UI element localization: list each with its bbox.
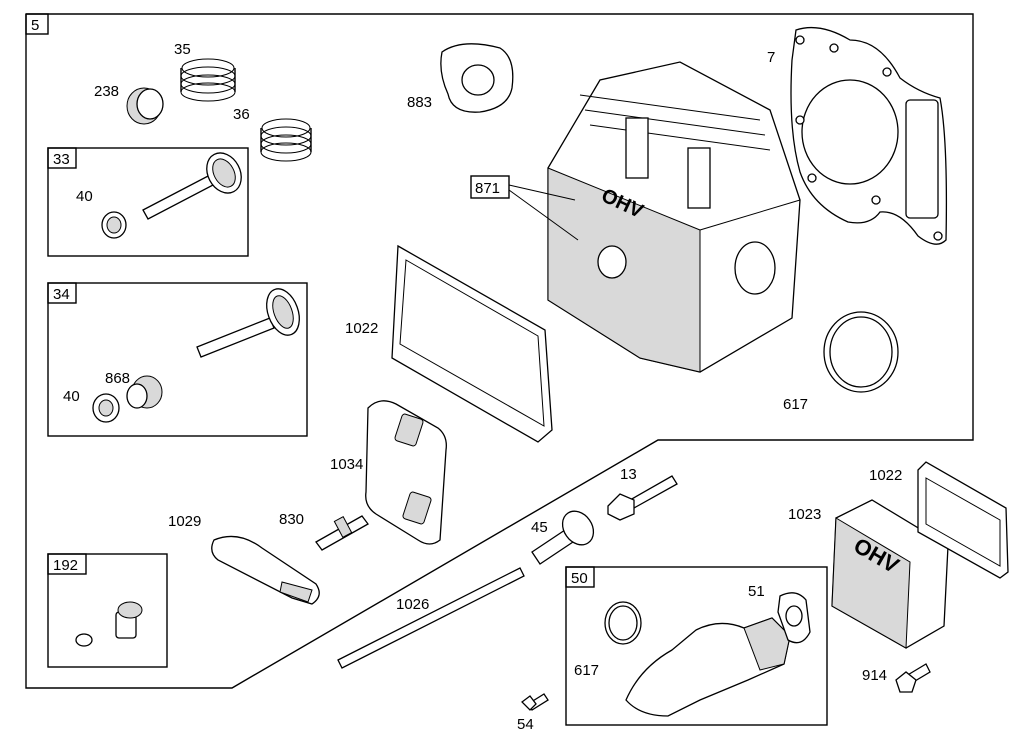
callout-40b: 40 [63, 388, 80, 405]
push-rod-1026 [337, 567, 525, 669]
callout-1022b: 1022 [869, 467, 902, 484]
valve-cover-1023: OHV [831, 499, 949, 649]
callout-914: 914 [862, 667, 887, 684]
box-50-tag [565, 566, 595, 588]
cylinder-head: OHV [547, 61, 801, 373]
valve-spring-36 [260, 118, 312, 162]
screw-54 [521, 693, 549, 711]
callout-13: 13 [620, 466, 637, 483]
cover-gasket-1022 [391, 244, 553, 443]
callout-7: 7 [767, 49, 775, 66]
valve-cap-238 [126, 87, 164, 125]
callout-40a: 40 [76, 188, 93, 205]
callout-1034: 1034 [330, 456, 363, 473]
valve-34 [92, 288, 300, 423]
assembly-label: 5 [31, 17, 39, 34]
callout-830: 830 [279, 511, 304, 528]
adjuster-192 [75, 601, 143, 647]
box-50 [565, 566, 828, 726]
assembly-label-box [25, 13, 49, 35]
callout-617a: 617 [783, 396, 808, 413]
callout-883: 883 [407, 94, 432, 111]
callout-238: 238 [94, 83, 119, 100]
box-192-tag [47, 553, 87, 575]
valve-33 [101, 152, 242, 239]
callout-1029: 1029 [168, 513, 201, 530]
callout-871: 871 [475, 180, 500, 197]
box-33-tag [47, 147, 77, 169]
callout-36: 36 [233, 106, 250, 123]
leader-871 [508, 184, 579, 241]
callout-54: 54 [517, 716, 534, 733]
gasket-883 [440, 43, 514, 113]
callout-868: 868 [105, 370, 130, 387]
box-192-label: 192 [53, 557, 78, 574]
box-34-label: 34 [53, 286, 70, 303]
callout-51: 51 [748, 583, 765, 600]
assembly-outline [25, 13, 974, 689]
callout-1022a: 1022 [345, 320, 378, 337]
box-34-tag [47, 282, 77, 304]
callout-45: 45 [531, 519, 548, 536]
intake-manifold-50 [604, 592, 811, 717]
box-192 [47, 553, 168, 668]
rocker-arm-1029 [211, 535, 320, 605]
head-gasket-7 [790, 26, 948, 245]
cover-gasket-1022-small [917, 461, 1009, 579]
box-33-label: 33 [53, 151, 70, 168]
callout-1023: 1023 [788, 506, 821, 523]
box-33 [47, 147, 249, 257]
callout-35: 35 [174, 41, 191, 58]
valve-spring-35 [180, 58, 236, 102]
callout-617b: 617 [574, 662, 599, 679]
callout-871-box [470, 175, 510, 199]
bolt-13 [607, 475, 678, 521]
o-ring-617 [823, 311, 899, 393]
guide-45 [531, 510, 595, 565]
box-34 [47, 282, 308, 437]
stud-830 [315, 515, 369, 551]
bolt-914 [895, 663, 931, 693]
breather-plate-1034 [365, 400, 447, 545]
callout-1026: 1026 [396, 596, 429, 613]
box-50-label: 50 [571, 570, 588, 587]
